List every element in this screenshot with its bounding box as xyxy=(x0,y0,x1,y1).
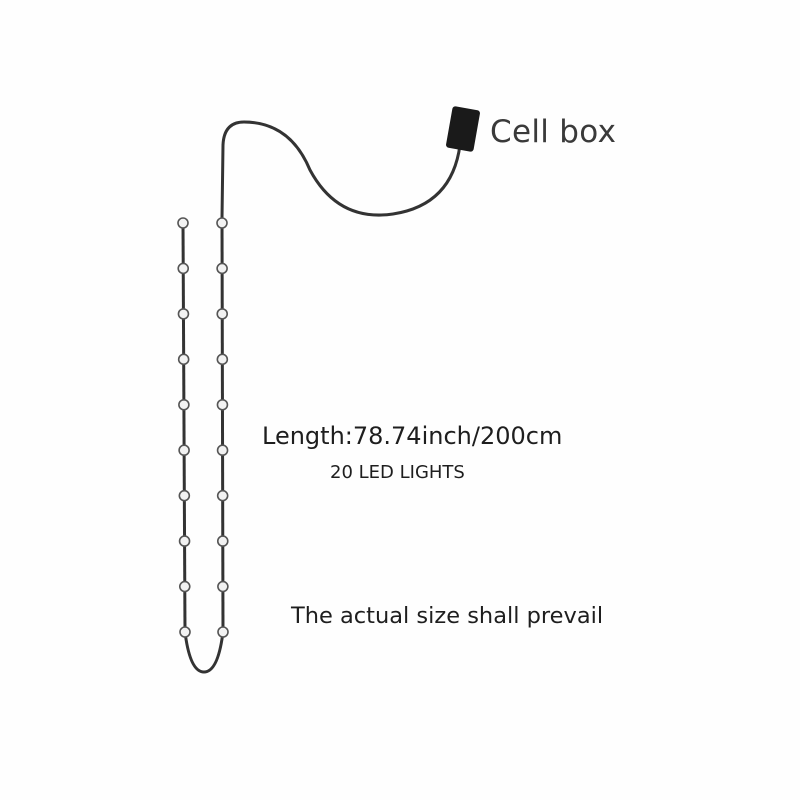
led-bead xyxy=(179,626,191,638)
led-bead xyxy=(217,580,229,593)
led-beads xyxy=(177,217,229,638)
cell-box-icon xyxy=(446,106,480,152)
led-bead xyxy=(177,217,189,229)
led-bead xyxy=(216,398,229,411)
led-bead xyxy=(216,308,229,320)
right-strand-wire xyxy=(220,217,225,633)
led-bead xyxy=(177,353,190,366)
led-bead xyxy=(217,626,229,638)
lead-wire xyxy=(220,120,462,220)
disclaimer-label: The actual size shall prevail xyxy=(291,603,604,629)
bottom-loop-wire xyxy=(183,631,225,674)
led-bead xyxy=(177,262,190,275)
led-bead xyxy=(216,489,229,502)
led-bead xyxy=(178,535,191,547)
led-bead xyxy=(178,580,191,593)
led-count-label: 20 LED LIGHTS xyxy=(330,462,465,483)
cell-box-label: Cell box xyxy=(490,114,617,150)
led-bead xyxy=(178,489,191,502)
led-bead xyxy=(177,308,190,320)
led-bead xyxy=(216,353,229,366)
left-strand-wire xyxy=(181,221,187,633)
led-bead xyxy=(178,444,190,457)
length-label: Length:78.74inch/200cm xyxy=(262,422,563,450)
led-bead xyxy=(216,535,229,547)
led-bead xyxy=(216,262,228,275)
led-bead xyxy=(216,444,229,457)
led-bead xyxy=(178,398,190,411)
led-bead xyxy=(216,217,228,229)
